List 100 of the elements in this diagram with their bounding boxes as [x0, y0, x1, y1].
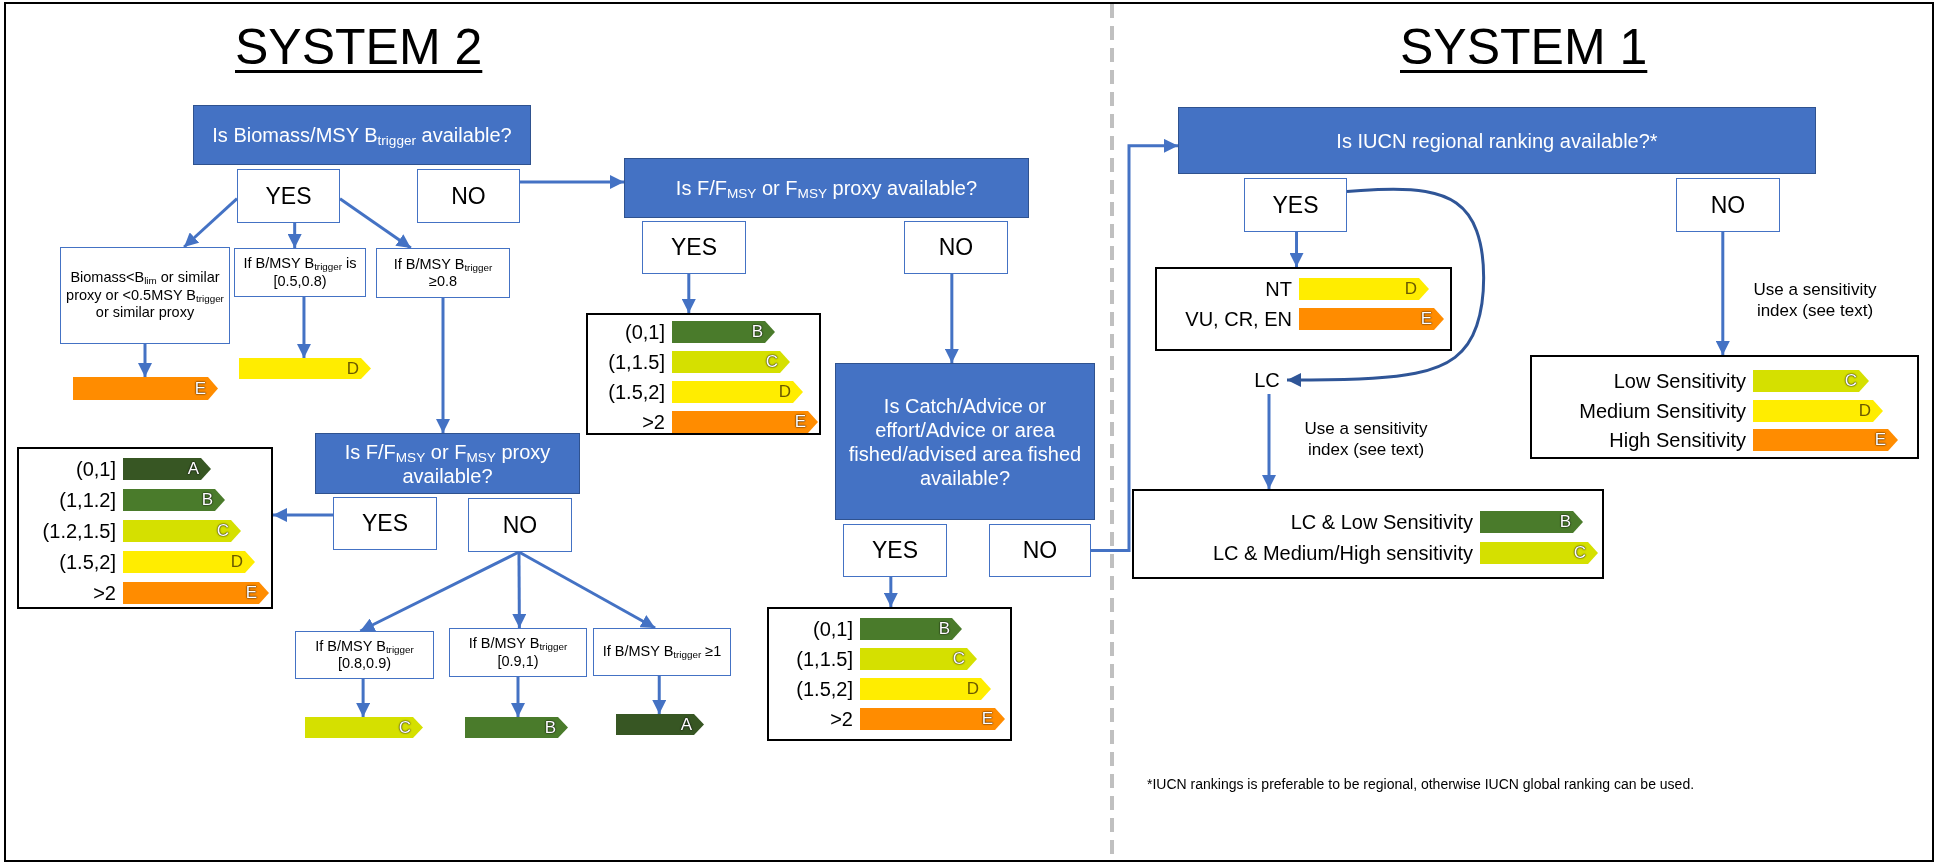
answer-box [1676, 178, 1780, 232]
grade-bar: C [1480, 542, 1598, 564]
grade-bar: E [73, 377, 218, 400]
arrow [681, 274, 696, 313]
answer-text: YES [872, 537, 918, 564]
grade-bar: E [860, 708, 1005, 730]
range-label: (0,1] [75, 458, 116, 480]
grade-bar: C [123, 520, 241, 542]
section-title: SYSTEM 2 [235, 18, 483, 76]
grade-bar: D [1753, 400, 1883, 422]
answer-box [843, 524, 947, 577]
rating-scale-box [586, 313, 821, 435]
category-text: LC [1247, 366, 1287, 394]
arrow [520, 175, 624, 189]
arrow [339, 197, 412, 250]
range-label: Medium Sensitivity [1579, 400, 1746, 422]
decision-box [1178, 107, 1816, 174]
answer-text: NO [1022, 537, 1058, 564]
rating-scale-box [17, 447, 273, 609]
grade-bar: B [123, 489, 225, 511]
grade-bar: E [123, 582, 269, 604]
arrow [511, 677, 525, 717]
grade-bar: B [465, 717, 568, 738]
answer-text: NO [1710, 191, 1746, 219]
range-label: (0,1] [812, 618, 853, 640]
range-label: (1,1.5] [608, 351, 665, 373]
answer-text: YES [265, 182, 312, 210]
grade-bar: B [672, 321, 775, 343]
condition-box [234, 248, 366, 297]
range-label: (1,1.5] [796, 648, 853, 670]
grade-bar: C [1753, 370, 1869, 392]
arrow [1287, 187, 1486, 387]
rating-scale-box [767, 607, 1012, 741]
answer-box [417, 169, 520, 223]
range-label: (1,1.2] [59, 489, 116, 511]
condition-box [60, 247, 230, 344]
question-text: Is F/F$_{MSY}$ or F$_{MSY}$ proxy available? [343, 439, 552, 488]
range-label: LC & Medium/High sensitivity [1212, 542, 1473, 564]
condition-text: If B/MSY B$_{trigger}$ [0.9,1) [467, 635, 569, 670]
arrow [1091, 138, 1178, 552]
range-label: VU, CR, EN [1185, 308, 1292, 330]
grade-bar: D [239, 358, 371, 379]
grade-bar: C [305, 717, 423, 738]
arrow [359, 550, 520, 633]
rating-scale-box [1155, 267, 1452, 351]
grade-bar: D [860, 678, 991, 700]
grade-bar: D [123, 551, 255, 573]
answer-box [237, 169, 340, 223]
condition-text: If B/MSY B$_{trigger}$ is [0.5,0.8) [242, 255, 358, 290]
arrow [652, 676, 667, 714]
arrow [1715, 232, 1730, 355]
answer-text: NO [938, 234, 974, 261]
range-label: (1.2,1.5] [42, 520, 116, 542]
grade-bar: E [672, 411, 818, 433]
answer-text: YES [671, 234, 717, 261]
condition-box [376, 248, 510, 298]
grade-bar: A [616, 714, 704, 735]
arrow [296, 297, 311, 358]
range-label: High Sensitivity [1609, 429, 1746, 451]
grade-bar: D [672, 381, 803, 403]
condition-text: Biomass<B$_{lim}$ or similar proxy or <0.5MSY B$_{trigger}$ or similar proxy [65, 269, 225, 322]
range-label: (0,1] [624, 321, 665, 343]
answer-box [468, 498, 572, 552]
range-label: >2 [642, 411, 665, 433]
range-label: (1.5,2] [59, 551, 116, 573]
arrow [138, 344, 152, 377]
grade-bar: A [123, 458, 211, 480]
arrow [273, 508, 333, 523]
question-text: Is Biomass/MSY B$_{trigger}$ available? [212, 123, 512, 147]
answer-text: NO [451, 182, 486, 210]
arrow [356, 679, 371, 717]
range-label: >2 [93, 582, 116, 604]
arrow [883, 577, 898, 607]
arrow [512, 552, 527, 628]
answer-text: YES [362, 510, 408, 537]
footnote: *IUCN rankings is preferable to be regional, otherwise IUCN global ranking can be used. [1147, 776, 1695, 792]
range-label: LC & Low Sensitivity [1290, 511, 1473, 533]
decision-box [315, 433, 580, 494]
condition-text: If B/MSY B$_{trigger}$ ≥0.8 [392, 255, 494, 291]
range-label: (1.5,2] [796, 678, 853, 700]
grade-bar: B [860, 618, 962, 640]
grade-bar: C [860, 648, 977, 670]
answer-text: YES [1272, 191, 1319, 219]
rating-scale-box [1132, 489, 1604, 579]
arrow [287, 223, 302, 248]
question-text: Is IUCN regional ranking available?* [1336, 128, 1658, 153]
answer-box [1244, 178, 1347, 232]
arrow [1262, 394, 1276, 489]
range-label: NT [1265, 278, 1292, 300]
decision-box [835, 363, 1095, 520]
grade-bar: D [1299, 278, 1429, 300]
arrow [518, 550, 656, 630]
answer-box [904, 221, 1008, 274]
range-label: Low Sensitivity [1613, 370, 1746, 392]
condition-box [593, 628, 731, 676]
condition-box [449, 628, 587, 677]
condition-text: If B/MSY B$_{trigger}$ [0.8,0.9) [314, 637, 415, 673]
grade-bar: E [1753, 429, 1898, 451]
question-text: Is Catch/Advice or effort/Advice or area fished/advised area fished available? [847, 393, 1083, 490]
condition-box [295, 631, 434, 679]
